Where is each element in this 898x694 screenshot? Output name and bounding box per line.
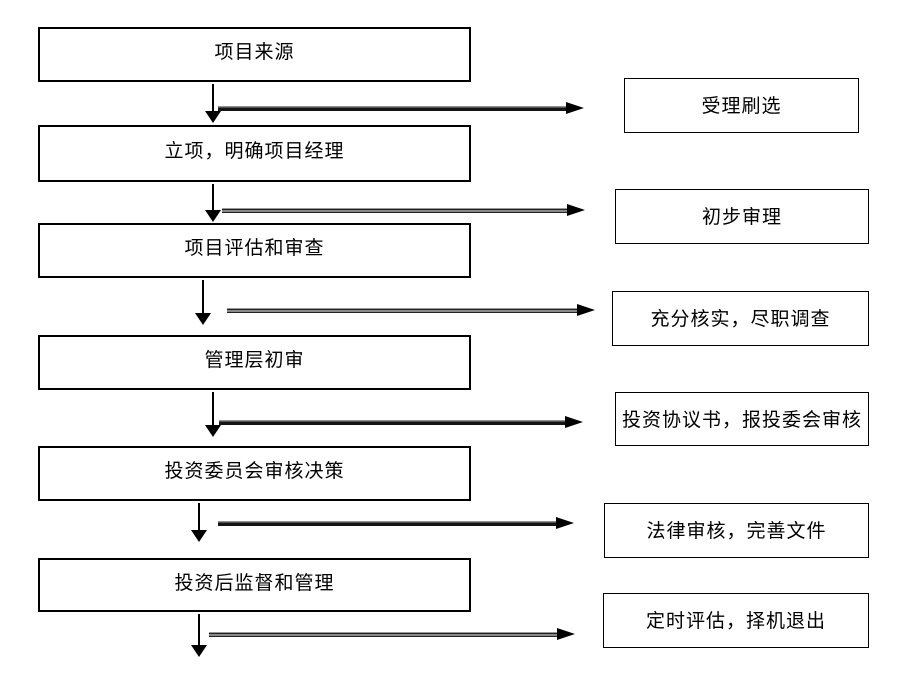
down-arrow-4-line <box>212 392 214 425</box>
right-arrow-5-shaft <box>218 521 556 526</box>
flow-node-project-evaluation: 项目评估和审查 <box>38 223 471 278</box>
down-arrow-6-line <box>198 614 200 645</box>
side-note-investment-agreement: 投资协议书，报投委会审核 <box>615 392 869 446</box>
flow-node-label: 项目来源 <box>214 42 295 63</box>
flow-node-project-source: 项目来源 <box>38 27 471 82</box>
side-note-label: 初步审理 <box>701 207 782 228</box>
flow-node-label: 管理层初审 <box>204 350 305 371</box>
down-arrow-1-line <box>212 84 214 112</box>
down-arrow-2-head <box>205 210 221 222</box>
side-note-due-diligence: 充分核实，尽职调查 <box>612 291 869 346</box>
side-note-preliminary-review: 初步审理 <box>615 189 869 244</box>
right-arrow-6-head <box>557 628 575 640</box>
side-note-acceptance-screening: 受理刷选 <box>624 78 859 133</box>
right-arrow-1-head <box>566 102 584 114</box>
right-arrow-5-head <box>556 517 574 529</box>
flow-node-investment-committee-decision: 投资委员会审核决策 <box>38 446 471 501</box>
right-arrow-3-shaft <box>227 308 577 313</box>
right-arrow-3-head <box>577 304 595 316</box>
down-arrow-3-head <box>195 313 211 325</box>
right-arrow-4-shaft <box>219 420 565 425</box>
side-note-legal-review: 法律审核，完善文件 <box>604 503 869 558</box>
down-arrow-2-line <box>212 184 214 210</box>
down-arrow-6-head <box>191 645 207 657</box>
flow-node-label: 立项，明确项目经理 <box>164 141 345 162</box>
side-note-label: 定时评估，择机退出 <box>645 611 826 632</box>
flow-node-post-investment-management: 投资后监督和管理 <box>38 558 471 612</box>
right-arrow-6-shaft <box>209 632 557 637</box>
side-note-periodic-evaluation-exit: 定时评估，择机退出 <box>603 593 869 648</box>
side-note-label: 法律审核，完善文件 <box>646 521 827 542</box>
right-arrow-1-shaft <box>218 106 566 111</box>
flow-node-label: 投资后监督和管理 <box>174 572 335 594</box>
flow-node-project-initiation: 立项，明确项目经理 <box>38 125 471 182</box>
side-note-label: 受理刷选 <box>701 96 782 117</box>
flow-node-management-initial-review: 管理层初审 <box>38 335 471 390</box>
down-arrow-1-head <box>205 111 221 123</box>
down-arrow-4-head <box>205 425 221 437</box>
right-arrow-2-shaft <box>222 208 567 213</box>
flow-node-label: 投资委员会审核决策 <box>164 461 345 482</box>
right-arrow-4-head <box>565 416 583 428</box>
side-note-label: 充分核实，尽职调查 <box>650 309 831 330</box>
flow-node-label: 项目评估和审查 <box>184 238 325 259</box>
down-arrow-3-line <box>202 280 204 313</box>
right-arrow-2-head <box>567 204 585 216</box>
down-arrow-5-line <box>198 503 200 530</box>
down-arrow-5-head <box>191 530 207 542</box>
side-note-label: 投资协议书，报投委会审核 <box>621 409 862 431</box>
